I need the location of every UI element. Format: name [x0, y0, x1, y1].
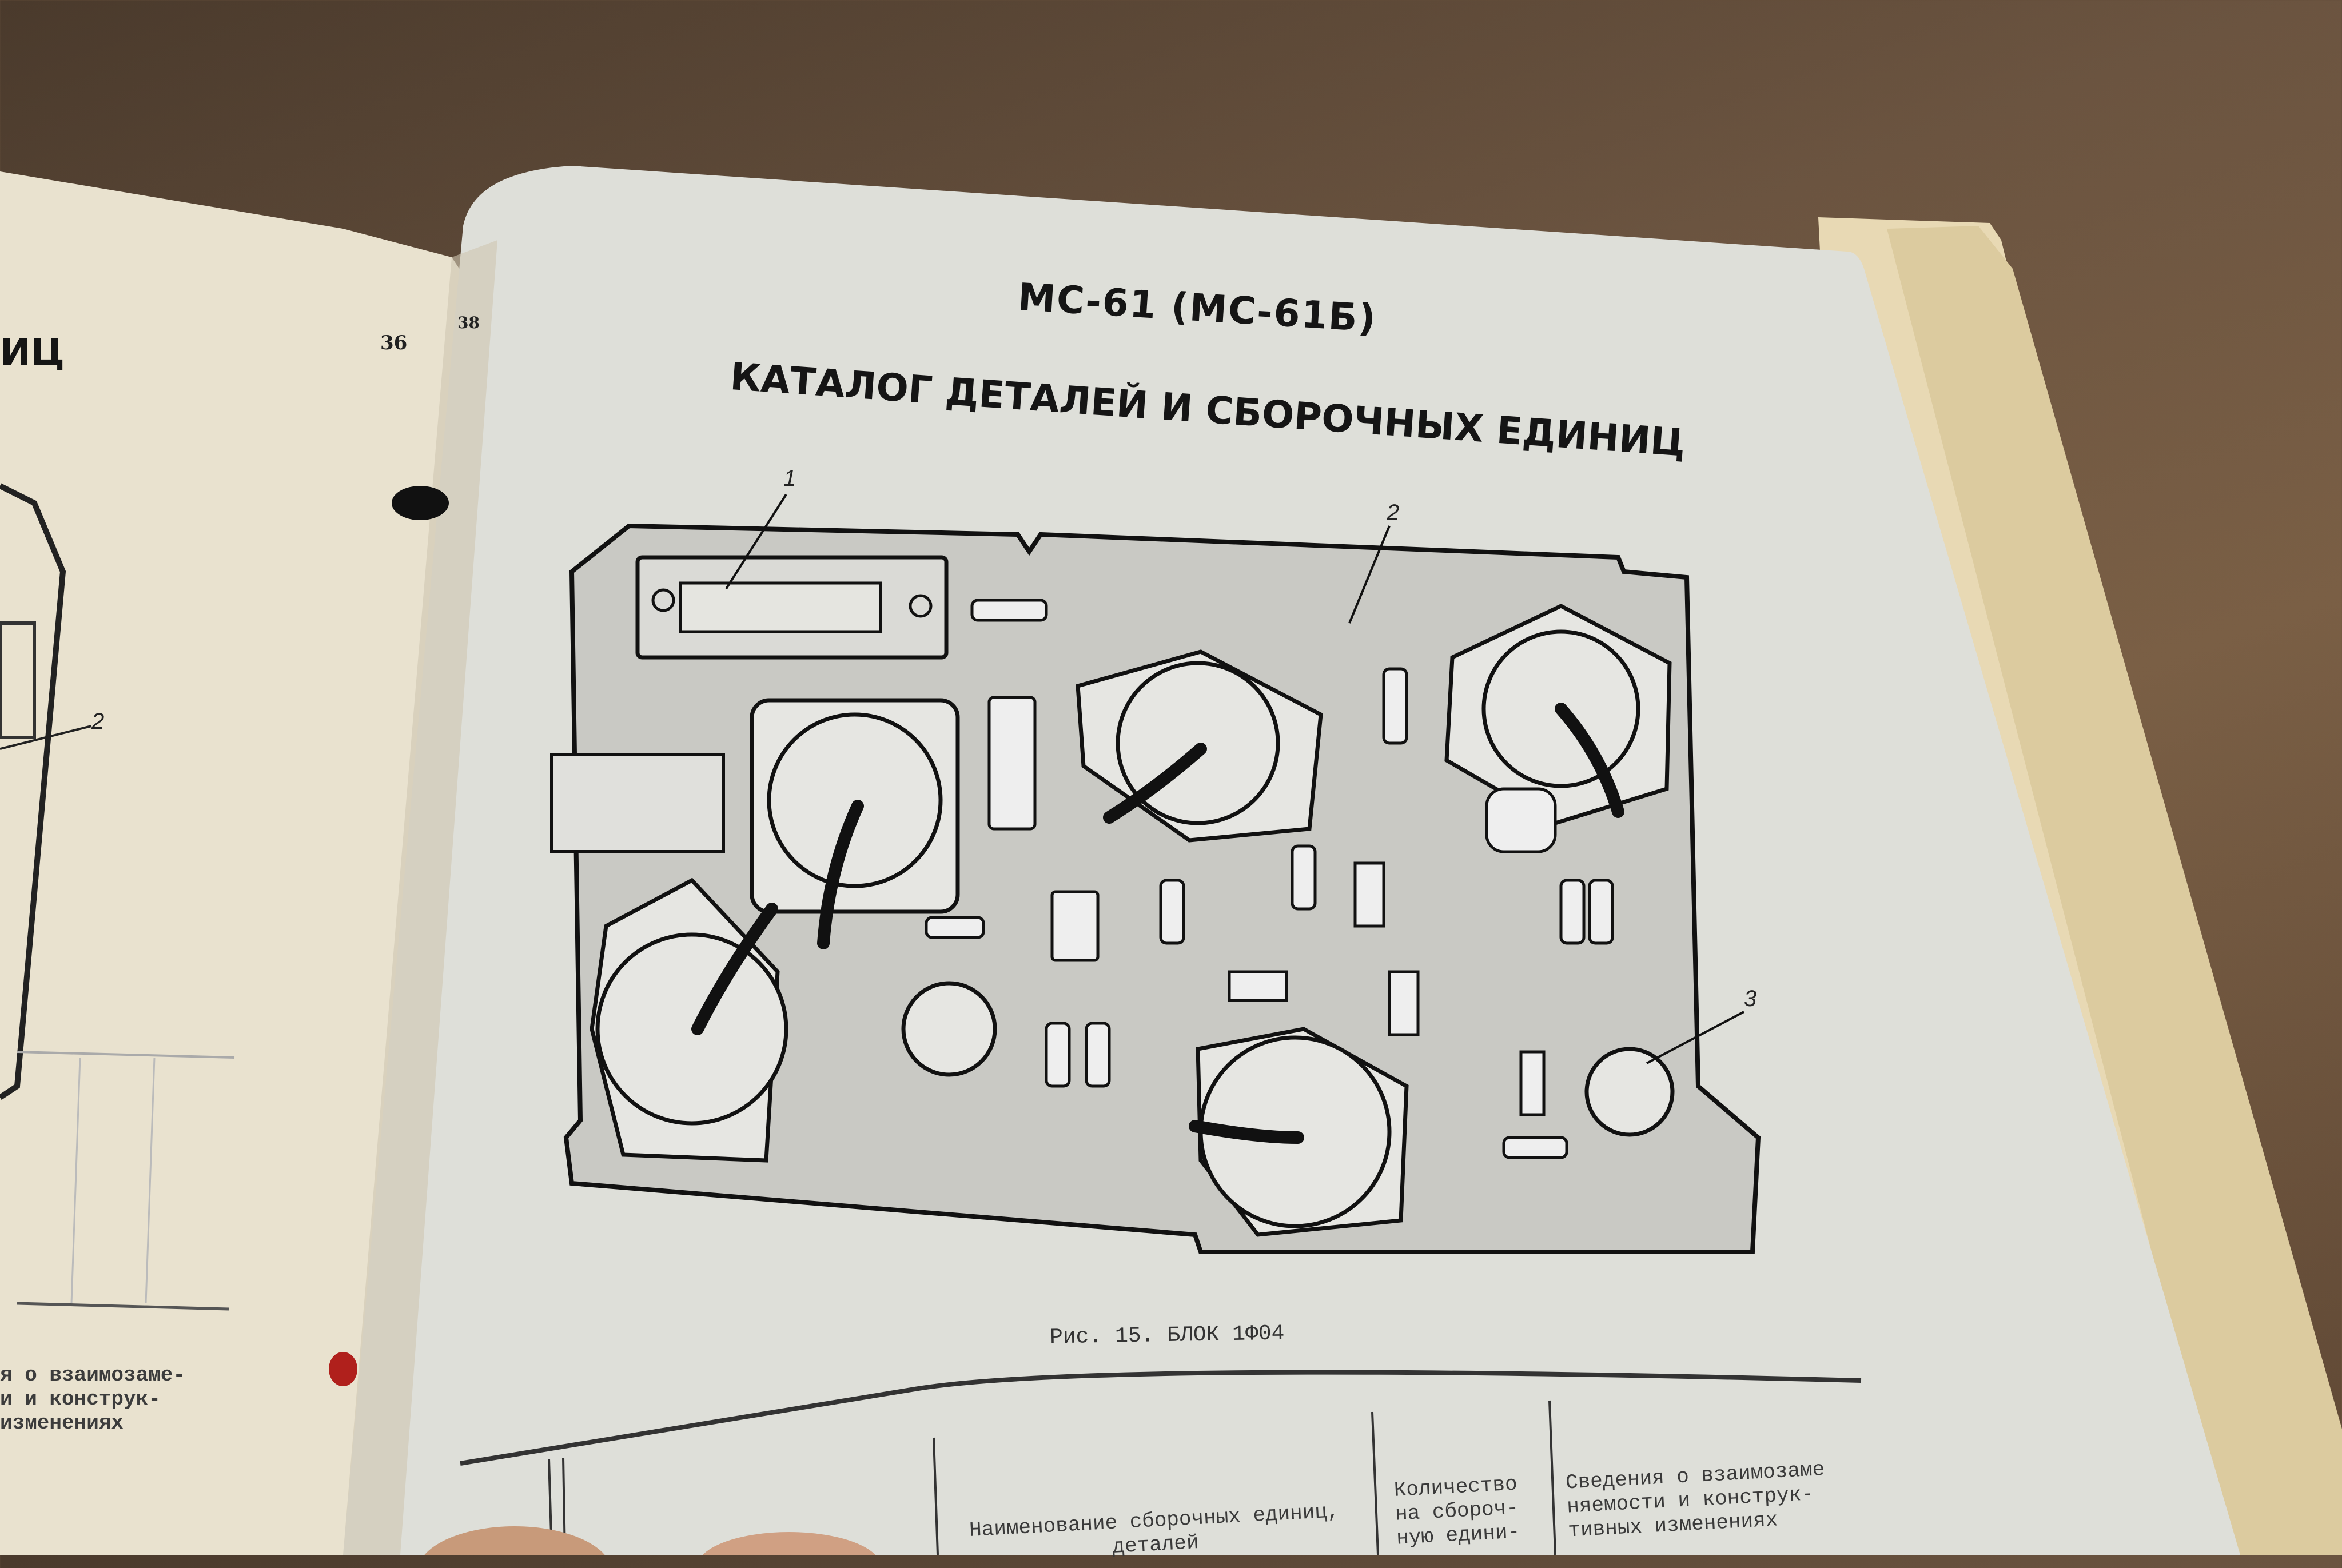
figure-callout-1: 1 — [783, 466, 796, 491]
left-callout: 2 — [91, 709, 105, 734]
left-notes: я о взаимозаме- и и конструк- изменениях — [0, 1363, 185, 1435]
notes-line: и и конструк- — [0, 1387, 161, 1411]
circuit-diagram — [550, 493, 1761, 1254]
left-heading-fragment: ИЦ — [0, 332, 65, 374]
finger — [703, 1532, 875, 1555]
left-page — [0, 171, 463, 1555]
finger — [424, 1526, 605, 1555]
figure-callout-3: 3 — [1744, 986, 1757, 1011]
notes-line: изменениях — [0, 1411, 124, 1435]
table-header-quantity: Количество на сбороч-ную едини- — [1393, 1472, 1521, 1550]
figure-callout-2: 2 — [1387, 500, 1400, 525]
figure-caption: Рис. 15. БЛОК 1Ф04 — [1049, 1321, 1285, 1350]
notes-line: я о взаимозаме- — [0, 1363, 186, 1387]
left-page-number: 36 — [380, 332, 408, 354]
right-page-number: 38 — [457, 313, 480, 332]
